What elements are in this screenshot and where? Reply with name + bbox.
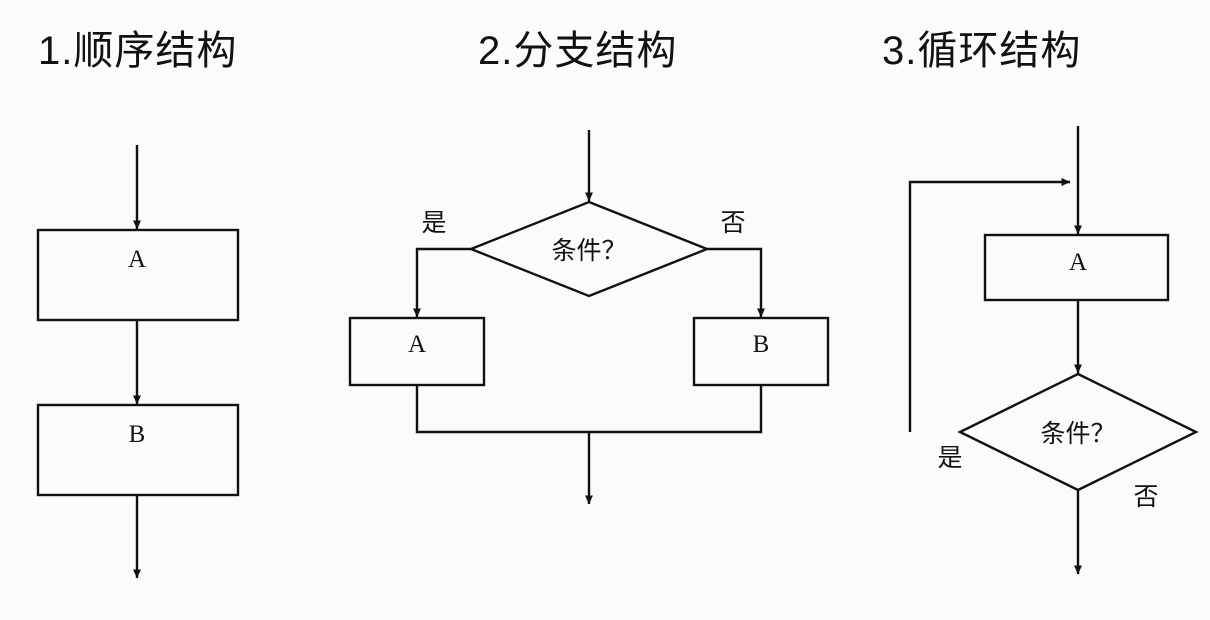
panel-sequence: A B xyxy=(36,145,240,579)
panel-title-loop: 3.循环结构 xyxy=(882,29,1082,73)
node-process-a-box[interactable] xyxy=(36,228,240,322)
node-process-b-box[interactable] xyxy=(36,403,240,497)
panel-branch: 条件？ 是 否 A B xyxy=(348,130,830,505)
node-process-a-box[interactable] xyxy=(983,233,1170,302)
edge-decision-no-to-b xyxy=(707,247,765,318)
node-decision-label: 条件？ xyxy=(1040,420,1115,448)
panel-title-sequence: 1.顺序结构 xyxy=(38,29,238,73)
yes-branch-label: 是 xyxy=(937,444,962,472)
panel-title-branch: 2.分支结构 xyxy=(478,29,678,73)
node-process-a-label: A xyxy=(1069,249,1087,276)
panel-loop: A 条件？ 是 否 xyxy=(908,126,1199,575)
node-process-a-box[interactable] xyxy=(348,316,486,387)
edge-decision-yes-to-a xyxy=(413,247,471,318)
no-branch-label: 否 xyxy=(720,209,745,237)
node-decision-label: 条件？ xyxy=(551,237,626,265)
node-process-a-label: A xyxy=(408,331,426,358)
edge-loop-back-to-a xyxy=(908,178,1071,432)
node-process-b-label: B xyxy=(753,331,770,358)
node-process-a-label: A xyxy=(128,246,146,273)
node-process-b-label: B xyxy=(129,421,146,448)
edge-merge-a-b xyxy=(415,385,763,434)
node-decision-shape[interactable] xyxy=(467,200,711,298)
no-branch-label: 否 xyxy=(1133,483,1158,511)
yes-branch-label: 是 xyxy=(421,209,446,237)
